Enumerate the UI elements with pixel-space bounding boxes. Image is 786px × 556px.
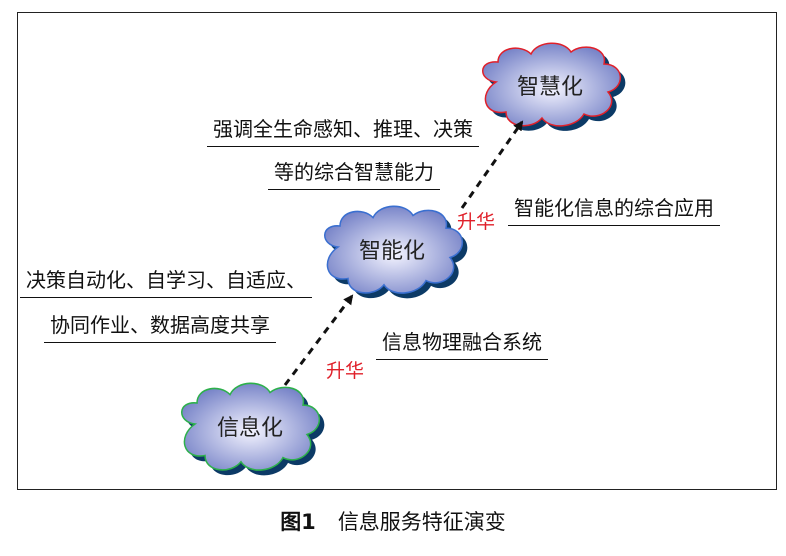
diagram-frame	[17, 12, 777, 490]
wisdom-description-line-2: 等的综合智慧能力	[268, 160, 440, 190]
information-cloud-label: 信息化	[216, 416, 284, 441]
figure-title: 信息服务特征演变	[337, 510, 506, 534]
upgrade-label-1: 升华	[326, 360, 365, 382]
wisdom-description-line-1: 强调全生命感知、推理、决策	[207, 117, 479, 147]
figure-number: 图1	[280, 510, 316, 534]
wisdom-cloud-label: 智慧化	[516, 75, 584, 100]
intelligent-description-line-2: 协同作业、数据高度共享	[44, 313, 276, 343]
figure-caption: 图1 信息服务特征演变	[0, 506, 786, 536]
upgrade-label-2: 升华	[457, 211, 496, 233]
upgrade-arrow-1	[283, 294, 354, 386]
information-description-label: 信息物理融合系统	[376, 330, 548, 360]
intelligent-description-line-1: 决策自动化、自学习、自适应、	[20, 268, 312, 298]
intelligent-application-label: 智能化信息的综合应用	[508, 196, 720, 226]
intelligent-cloud-label: 智能化	[358, 239, 426, 264]
upgrade-arrow-2	[460, 120, 524, 209]
